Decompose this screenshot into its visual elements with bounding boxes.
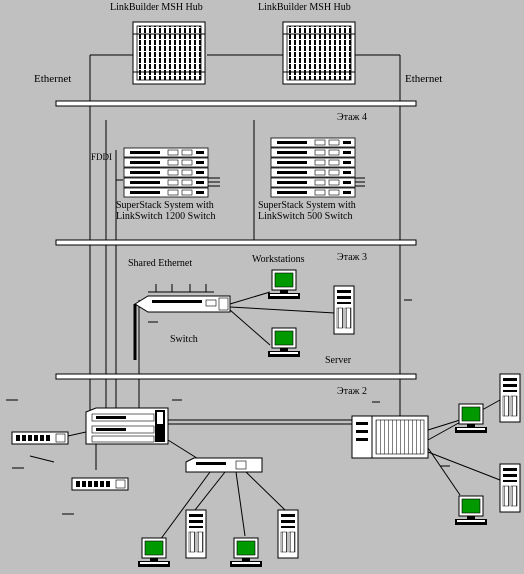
floor4-label: Этаж 4 (337, 112, 367, 123)
server-bottom-right (277, 509, 299, 559)
workstation-bottom-center (229, 537, 263, 568)
hub-bottom-left-floor2 (71, 477, 129, 491)
superstack-left (123, 147, 220, 198)
floor2-label: Этаж 2 (337, 386, 367, 397)
shared-ethernet-bus (148, 284, 214, 293)
workstation-floor3-top (267, 269, 301, 300)
floor3-label: Этаж 3 (337, 252, 367, 263)
floor3-switch-links (229, 291, 336, 346)
superstack-left-line1: SuperStack System with (116, 200, 214, 211)
floor2-center-links (159, 471, 286, 541)
hub-right-label: LinkBuilder MSH Hub (258, 2, 351, 13)
linkbuilder-hub-right (282, 21, 356, 85)
backbone-cables (89, 54, 401, 420)
hub-left-floor2 (11, 431, 69, 445)
workstation-right-bottom (454, 495, 488, 526)
server-label: Server (325, 355, 352, 366)
superstack-right-line1: SuperStack System with (258, 200, 356, 211)
server-right-bottom (499, 463, 521, 513)
server-floor3 (333, 285, 355, 335)
superstack-left-line2: LinkSwitch 1200 Switch (116, 211, 216, 222)
server-right-top (499, 373, 521, 423)
ethernet-right-label: Ethernet (405, 73, 443, 85)
shared-ethernet-label: Shared Ethernet (128, 258, 193, 269)
workstation-right-top (454, 403, 488, 434)
floor-separators (55, 100, 417, 380)
workstation-floor3-bottom (267, 327, 301, 358)
floor2-links (67, 415, 401, 470)
floor2-center-switch (185, 457, 263, 473)
floor2-main-switch (85, 407, 169, 445)
workstations-label: Workstations (252, 254, 305, 265)
server-bottom-left (185, 509, 207, 559)
superstack-right-line2: LinkSwitch 500 Switch (258, 211, 353, 222)
switch-label: Switch (170, 334, 198, 345)
decorative-ticks (6, 299, 450, 515)
floor2-right-chassis (351, 415, 429, 459)
workstation-bottom-left (137, 537, 171, 568)
fddi-label: FDDI (91, 152, 113, 162)
floor3-switch (133, 295, 231, 360)
ethernet-left-label: Ethernet (34, 73, 72, 85)
linkbuilder-hub-left (132, 21, 206, 85)
superstack-right (270, 137, 365, 198)
hub-left-label: LinkBuilder MSH Hub (110, 2, 203, 13)
